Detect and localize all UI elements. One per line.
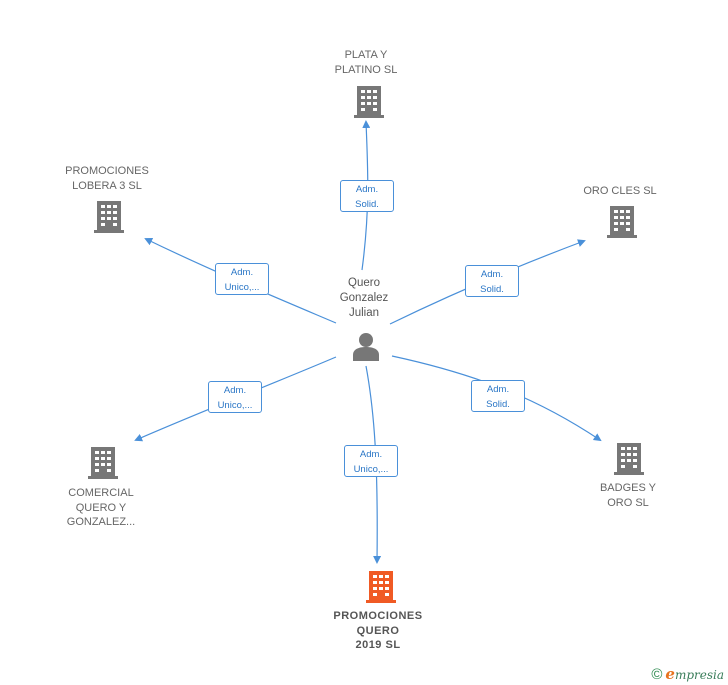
- edge-label-oro-cles[interactable]: Adm. Solid.: [465, 265, 519, 297]
- person-icon[interactable]: [351, 331, 381, 361]
- building-icon[interactable]: [354, 85, 384, 119]
- edge-label-lobera[interactable]: Adm. Unico,...: [215, 263, 269, 295]
- building-icon[interactable]: [94, 200, 124, 234]
- company-name-plata[interactable]: PLATA Y PLATINO SL: [334, 49, 398, 76]
- company-name-badges[interactable]: BADGES Y ORO SL: [599, 482, 657, 509]
- building-icon[interactable]: [88, 446, 118, 480]
- brand-logo: empresia: [665, 665, 724, 683]
- brand-name: mpresia: [674, 668, 724, 682]
- person-name[interactable]: Quero Gonzalez Julian: [339, 277, 389, 319]
- company-name-oro-cles[interactable]: ORO CLES SL: [583, 185, 657, 197]
- building-icon[interactable]: [366, 570, 396, 604]
- edge-label-comercial[interactable]: Adm. Unico,...: [208, 381, 262, 413]
- building-icon[interactable]: [614, 442, 644, 476]
- footer-brand: © empresia: [651, 665, 724, 683]
- company-name-lobera[interactable]: PROMOCIONES LOBERA 3 SL: [65, 165, 149, 192]
- company-name-comercial[interactable]: COMERCIAL QUERO Y GONZALEZ...: [66, 487, 136, 528]
- copyright-icon: ©: [651, 665, 663, 683]
- company-name-promociones-quero[interactable]: PROMOCIONES QUERO 2019 SL: [333, 610, 423, 651]
- brand-initial: e: [665, 665, 675, 683]
- edge-label-plata[interactable]: Adm. Solid.: [340, 180, 394, 212]
- edge-label-promociones-quero[interactable]: Adm. Unico,...: [344, 445, 398, 477]
- building-icon[interactable]: [607, 205, 637, 239]
- edge-label-badges[interactable]: Adm. Solid.: [471, 380, 525, 412]
